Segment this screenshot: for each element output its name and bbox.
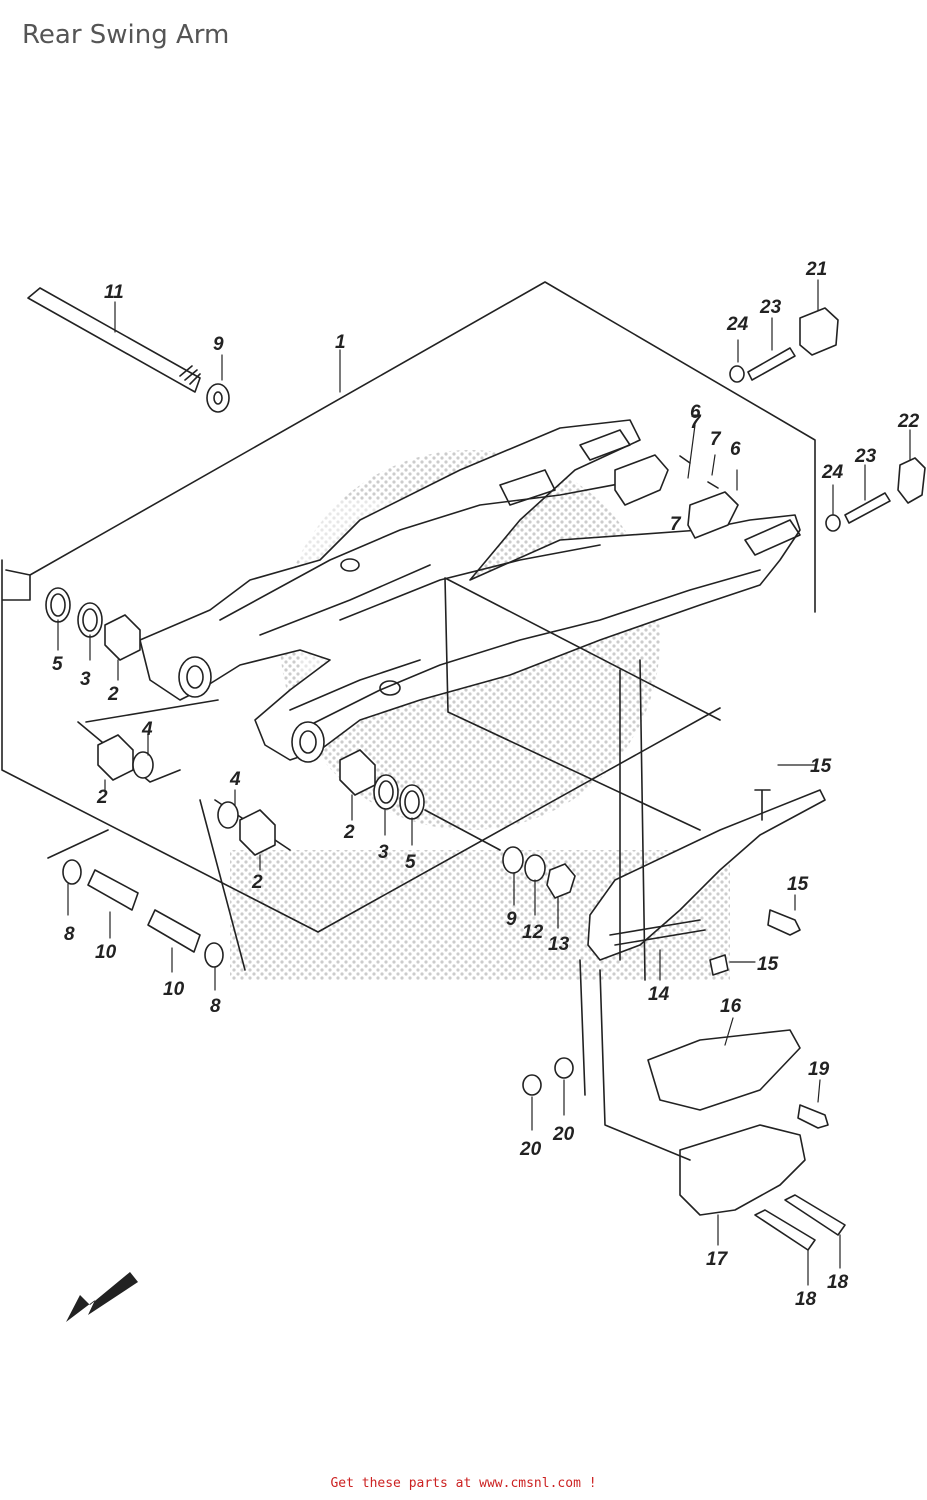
callout-2: 2 [343, 822, 355, 843]
washer-8-left [62, 859, 82, 885]
washer-9-top [206, 383, 230, 413]
collar-10-upper [87, 869, 139, 911]
swing-arm-inner-line [444, 577, 721, 831]
callout-23: 23 [759, 297, 782, 318]
bolt-15-mid [767, 909, 801, 936]
callout-15: 15 [757, 954, 779, 975]
ring-4-right [217, 801, 239, 829]
callout-7: 7 [710, 429, 722, 450]
callout-5: 5 [405, 852, 416, 873]
callout-2: 2 [107, 684, 119, 705]
bolt-7-a [679, 455, 691, 464]
collar-10-lower [147, 909, 201, 953]
chain-adjuster-plate [499, 469, 556, 506]
seal-5-right [399, 784, 425, 820]
callout-11: 11 [104, 282, 124, 303]
callout-20: 20 [552, 1124, 575, 1145]
callout-9: 9 [213, 334, 224, 355]
frame-lines-left [47, 699, 291, 971]
callout-24: 24 [726, 314, 749, 335]
assembly-frame [1, 281, 816, 933]
bracket-6-upper [614, 454, 669, 506]
callout-4: 4 [141, 719, 153, 740]
axle-slot-right [744, 519, 801, 556]
nut-20-right [554, 1057, 574, 1079]
nut-24-top [729, 365, 745, 383]
callout-16: 16 [720, 996, 742, 1017]
seal-5-left [45, 587, 71, 623]
callout-labels: 1 2 2 2 2 3 3 4 4 5 5 6 6 7 7 7 8 8 9 9 … [52, 259, 920, 1310]
callout-13: 13 [548, 934, 570, 955]
callout-10: 10 [95, 942, 117, 963]
callout-6: 6 [730, 439, 741, 460]
pivot-boss-right [291, 721, 325, 763]
callout-15: 15 [787, 874, 809, 895]
bolt-23-top [747, 347, 796, 381]
washer-9-lower [502, 846, 524, 874]
callout-18: 18 [827, 1272, 849, 1293]
pivot-boss-left [178, 656, 212, 698]
callout-2: 2 [96, 787, 108, 808]
washer-8-right [204, 942, 224, 968]
callout-2: 2 [251, 872, 263, 893]
callout-1: 1 [335, 332, 346, 353]
bearing-2-lower [239, 809, 276, 856]
callout-22: 22 [897, 411, 920, 432]
bearing-2-mid [97, 734, 134, 781]
bolt-15-low [709, 954, 729, 976]
bolt-15-top [754, 789, 771, 821]
guide-mount-lines [579, 659, 691, 1161]
callout-6: 6 [690, 402, 701, 423]
bolt-7-b [707, 481, 719, 489]
pivot-axle [27, 287, 201, 393]
callout-7: 7 [670, 514, 682, 535]
callout-19: 19 [808, 1059, 830, 1080]
bearing-2-left [104, 614, 141, 661]
direction-arrow [66, 1272, 138, 1322]
nut-20-left [522, 1074, 542, 1096]
bolt-23-right [844, 492, 891, 524]
callout-7: 7 [690, 412, 702, 433]
axle-slot-left [579, 429, 631, 461]
bolt-18-a [754, 1209, 816, 1251]
nut-13 [546, 863, 576, 899]
chain-guide-16 [647, 1029, 801, 1111]
bracket-6-lower [687, 491, 739, 539]
callout-8: 8 [210, 996, 221, 1017]
ring-4-left [132, 751, 154, 779]
callout-20: 20 [519, 1139, 542, 1160]
chain-slider-14 [587, 789, 826, 961]
callout-3: 3 [80, 669, 91, 690]
adjuster-block-22 [897, 457, 926, 504]
bolt-19 [797, 1104, 829, 1129]
callout-21: 21 [805, 259, 827, 280]
callout-14: 14 [648, 984, 670, 1005]
seal-3-right [373, 774, 399, 810]
footer-link[interactable]: Get these parts at www.cmsnl.com ! [330, 1476, 597, 1491]
adjuster-block-21 [799, 307, 839, 356]
nut-24-right [825, 514, 841, 532]
callout-10: 10 [163, 979, 185, 1000]
bolt-18-b [784, 1194, 846, 1236]
callout-12: 12 [522, 922, 544, 943]
callout-23: 23 [854, 446, 877, 467]
callout-3: 3 [378, 842, 389, 863]
callout-8: 8 [64, 924, 75, 945]
chain-guide-17 [679, 1124, 806, 1216]
callout-5: 5 [52, 654, 63, 675]
callout-15: 15 [810, 756, 832, 777]
page-title: Rear Swing Arm [22, 20, 230, 50]
washer-12 [524, 854, 546, 882]
leader-lines [57, 279, 911, 1286]
swing-arm-upper-beam [219, 479, 641, 636]
callout-17: 17 [706, 1249, 729, 1270]
callout-9: 9 [506, 909, 517, 930]
callout-24: 24 [821, 462, 844, 483]
seal-3-left [77, 602, 103, 638]
swing-arm-body [139, 419, 801, 761]
callout-4: 4 [229, 769, 241, 790]
callout-18: 18 [795, 1289, 817, 1310]
